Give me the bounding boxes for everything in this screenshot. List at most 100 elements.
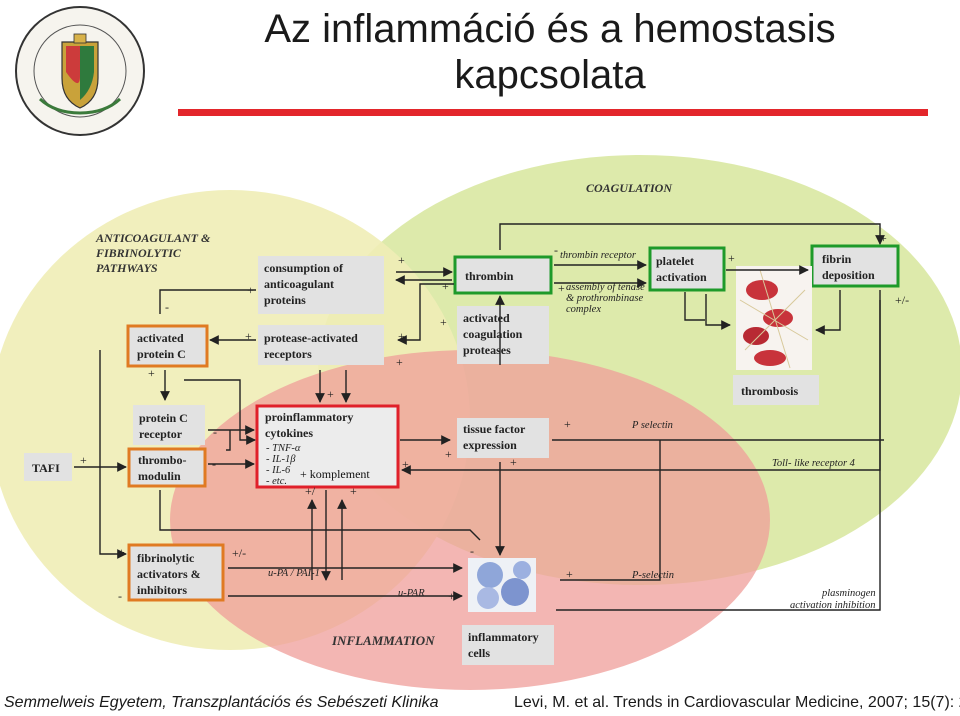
tenase-label-2: & prothrombinase	[566, 293, 643, 304]
thrombin-text: thrombin	[465, 269, 514, 283]
fibrinolytic-text-1: fibrinolytic	[137, 551, 195, 565]
platelet-text-2: activation	[656, 270, 707, 284]
inflammatory-cells-box	[462, 625, 554, 665]
thrombomodulin-box	[127, 447, 207, 488]
apc-text-1: activated	[137, 331, 184, 345]
title-underline	[178, 109, 928, 116]
komplement-label: + komplement	[300, 467, 370, 481]
tissue-factor-box	[457, 418, 549, 458]
title-line-1: Az inflammáció és a hemostasis	[264, 7, 836, 51]
cytokines-text-1: proinflammatory	[265, 410, 353, 424]
inflammatory-cells-image	[468, 558, 536, 612]
cytokines-box	[255, 404, 400, 489]
tissue-factor-text-2: expression	[463, 438, 517, 452]
svg-text:+: +	[880, 231, 887, 245]
svg-text:-: -	[165, 300, 169, 314]
protease-box	[258, 325, 384, 365]
inflammatory-cells-text-2: cells	[468, 646, 490, 660]
p-selectin-label-1: P selectin	[631, 420, 673, 431]
svg-text:+: +	[448, 589, 455, 603]
platelet-box	[648, 246, 726, 292]
consumption-text-2: anticoagulant	[264, 277, 334, 291]
cytokine-il6: - IL-6	[266, 465, 291, 476]
svg-text:+: +	[402, 457, 409, 471]
consumption-text-3: proteins	[264, 293, 306, 307]
title-line-2: kapcsolata	[454, 53, 646, 97]
university-seal-logo	[10, 4, 150, 138]
p-selectin-label-2: P-selectin	[631, 570, 674, 581]
fibrinolytic-text-2: activators &	[137, 567, 201, 581]
coag-proteases-box	[457, 306, 549, 364]
inflammatory-cells-text-1: inflammatory	[468, 630, 539, 644]
toll-label: Toll- like receptor 4	[772, 458, 856, 469]
fibrin-text-2: deposition	[822, 268, 875, 282]
svg-text:+/-: +/-	[895, 293, 909, 307]
anticoagulant-label-1: ANTICOAGULANT &	[95, 231, 211, 245]
svg-text:+: +	[442, 279, 449, 293]
svg-text:-: -	[212, 457, 216, 471]
protease-text-2: receptors	[264, 347, 312, 361]
pcr-box	[133, 405, 205, 445]
svg-text:+: +	[564, 417, 571, 431]
fibrin-text-1: fibrin	[822, 252, 852, 266]
svg-text:-: -	[470, 544, 474, 558]
svg-text:+: +	[728, 251, 735, 265]
plasminogen-label-2: activation inhibition	[790, 600, 875, 611]
svg-text:+/-: +/-	[232, 546, 246, 560]
slide-title: Az inflammáció és a hemostasis kapcsolat…	[170, 6, 930, 98]
thrombomodulin-text-2: modulin	[138, 469, 181, 483]
svg-text:+: +	[558, 281, 565, 295]
svg-text:+: +	[566, 567, 573, 581]
svg-text:+: +	[327, 387, 334, 401]
consumption-text-1: consumption of	[264, 261, 344, 275]
thrombomodulin-text-1: thrombo-	[138, 453, 186, 467]
thrombosis-box	[733, 375, 819, 405]
svg-text:+: +	[350, 484, 357, 498]
tenase-label-3: complex	[566, 304, 601, 315]
pcr-text-1: protein C	[139, 411, 188, 425]
thrombin-box	[453, 255, 553, 295]
tafi-box	[24, 453, 72, 481]
upa-pai-label: u-PA / PAI-1	[268, 568, 320, 579]
pcr-text-2: receptor	[139, 427, 183, 441]
svg-text:+: +	[396, 355, 403, 369]
tissue-factor-text-1: tissue factor	[463, 422, 526, 436]
consumption-box	[258, 256, 384, 314]
thrombosis-image	[736, 266, 812, 370]
anticoagulant-label-2: FIBRINOLYTIC	[95, 246, 182, 260]
plasminogen-label-1: plasminogen	[821, 588, 876, 599]
tafi-text: TAFI	[32, 461, 60, 475]
apc-text-2: protein C	[137, 347, 186, 361]
svg-text:+: +	[398, 253, 405, 267]
cytokine-tnf: - TNF-α	[266, 443, 301, 454]
fibrinolytic-box	[127, 543, 225, 602]
svg-text:+: +	[148, 366, 155, 380]
upar-label: u-PAR	[398, 588, 425, 599]
thrombosis-text: thrombosis	[741, 384, 798, 398]
apc-box	[126, 324, 209, 368]
svg-text:+: +	[118, 545, 125, 559]
platelet-text-1: platelet	[656, 254, 694, 268]
svg-text:+/: +/	[305, 484, 316, 498]
tenase-label-1: assembly of tenase	[566, 282, 645, 293]
inflammation-label: INFLAMMATION	[331, 633, 435, 648]
cytokine-il1: - IL-1β	[266, 454, 296, 465]
coagulation-label: COAGULATION	[586, 181, 673, 195]
cytokine-etc: - etc.	[266, 476, 287, 487]
coag-proteases-text-3: proteases	[463, 343, 511, 357]
svg-text:+: +	[398, 329, 405, 343]
svg-text:+: +	[510, 455, 517, 469]
coag-proteases-text-1: activated	[463, 311, 510, 325]
coag-proteases-text-2: coagulation	[463, 327, 523, 341]
svg-text:+: +	[440, 315, 447, 329]
svg-text:-: -	[118, 589, 122, 603]
svg-text:+: +	[80, 453, 87, 467]
svg-text:-: -	[554, 243, 558, 257]
footer-institution: Semmelweis Egyetem, Transzplantációs és …	[4, 694, 439, 711]
svg-text:+: +	[445, 447, 452, 461]
protease-text-1: protease-activated	[264, 331, 358, 345]
cytokines-text-2: cytokines	[265, 426, 313, 440]
fibrinolytic-text-3: inhibitors	[137, 583, 187, 597]
svg-text:+: +	[247, 283, 254, 297]
